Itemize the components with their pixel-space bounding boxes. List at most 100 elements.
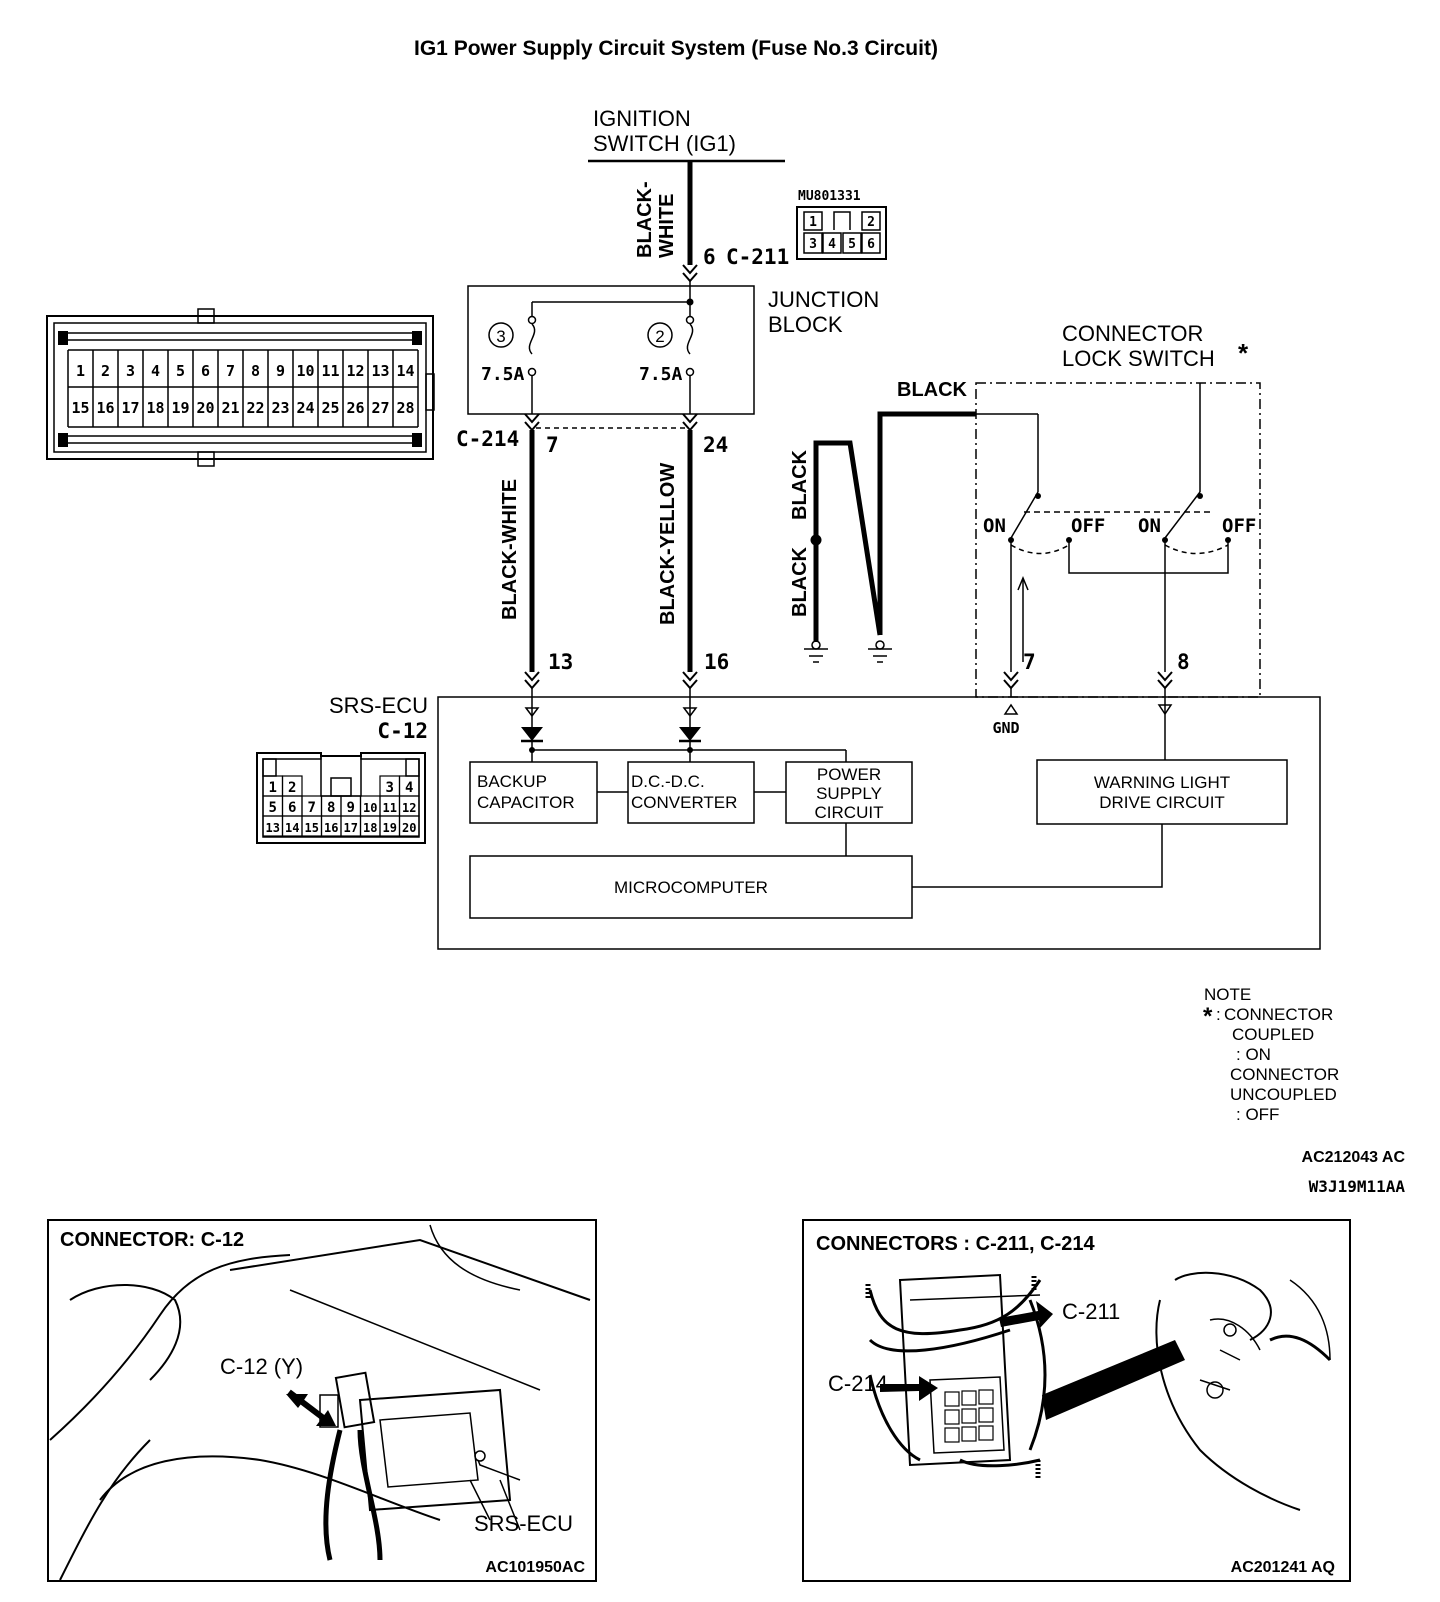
fuse-2-element bbox=[686, 323, 694, 355]
c12-pin-number: 5 bbox=[269, 800, 277, 816]
fuse-2-rating: 7.5A bbox=[639, 364, 683, 385]
c12-pin-number: 10 bbox=[363, 801, 377, 815]
c214-pin-left: 7 bbox=[546, 433, 559, 457]
photo-c12-panel: CONNECTOR: C-12 C-12 (Y) SRS-ECU AC10195… bbox=[47, 1219, 597, 1582]
c214-pin-number: 12 bbox=[346, 362, 364, 380]
c214-pin-number: 1 bbox=[76, 362, 85, 380]
ecu-pin-right: 16 bbox=[704, 650, 729, 674]
ground-symbol-left bbox=[804, 640, 828, 663]
c214-pin-number: 5 bbox=[176, 362, 185, 380]
c211-label: C-211 bbox=[726, 245, 789, 269]
note-line-5: UNCOUPLED bbox=[1230, 1085, 1337, 1104]
c214-pin-number: 8 bbox=[251, 362, 260, 380]
c214-pin-number: 19 bbox=[171, 399, 189, 417]
c214-label: C-214 bbox=[456, 427, 519, 451]
power-label-2: SUPPLY bbox=[816, 784, 882, 803]
junction-block bbox=[467, 285, 755, 415]
srs-ecu-box bbox=[437, 696, 1321, 950]
dcdc-label-1: D.C.-D.C. bbox=[631, 772, 705, 791]
c12-pin-number: 3 bbox=[386, 780, 394, 796]
photo-c211-callout-1: C-211 bbox=[1062, 1299, 1120, 1324]
note-line-4: CONNECTOR bbox=[1230, 1065, 1339, 1084]
c214-pin-number: 9 bbox=[276, 362, 285, 380]
fuse-3-element bbox=[528, 323, 536, 355]
c214-pin-number: 17 bbox=[121, 399, 139, 417]
switch-on-2: ON bbox=[1138, 515, 1161, 537]
fuse-3-number: 3 bbox=[496, 327, 505, 346]
c12-pin-number: 17 bbox=[344, 821, 358, 835]
svg-text:5: 5 bbox=[848, 237, 856, 252]
c214-pin-number: 2 bbox=[101, 362, 110, 380]
ignition-label-2: SWITCH (IG1) bbox=[593, 131, 736, 156]
c214-pin-number: 7 bbox=[226, 362, 235, 380]
lock-switch-label-2: LOCK SWITCH bbox=[1062, 346, 1215, 371]
c214-pin-number: 23 bbox=[271, 399, 289, 417]
warning-label-2: DRIVE CIRCUIT bbox=[1099, 793, 1225, 812]
gnd-terminal bbox=[1003, 703, 1019, 715]
c12-pin-number: 7 bbox=[308, 800, 316, 816]
note-star: * bbox=[1203, 1003, 1213, 1030]
c214-pin-number: 10 bbox=[296, 362, 314, 380]
c214-pin-number: 20 bbox=[196, 399, 214, 417]
c214-pin-number: 27 bbox=[371, 399, 389, 417]
photo-c12-ecu-label: SRS-ECU bbox=[474, 1511, 573, 1536]
c12-pin-number: 15 bbox=[305, 821, 319, 835]
connector-mark bbox=[682, 264, 698, 275]
note-line-2: COUPLED bbox=[1232, 1025, 1314, 1044]
figure-code-2: W3J19M11AA bbox=[1309, 1177, 1406, 1196]
note-line-6: : OFF bbox=[1236, 1105, 1279, 1124]
c12-pin-number: 16 bbox=[324, 821, 338, 835]
junction-label-1: JUNCTION bbox=[768, 287, 879, 312]
svg-text:1: 1 bbox=[809, 215, 817, 230]
c214-pin-right: 24 bbox=[703, 433, 728, 457]
splice-point bbox=[810, 534, 822, 546]
c12-pin-number: 9 bbox=[347, 800, 355, 816]
switch-contact-2 bbox=[1164, 491, 1201, 539]
c214-pin-number: 21 bbox=[221, 399, 239, 417]
junction-label-2: BLOCK bbox=[768, 312, 843, 337]
lock-switch-boundary bbox=[975, 382, 1261, 698]
lock-switch-pin-right: 8 bbox=[1177, 650, 1190, 674]
c12-pin-number: 20 bbox=[402, 821, 416, 835]
c12-pin-number: 19 bbox=[383, 821, 397, 835]
power-label-3: CIRCUIT bbox=[815, 803, 884, 822]
c214-pin-number: 25 bbox=[321, 399, 339, 417]
c12-pin-number: 12 bbox=[402, 801, 416, 815]
photo-c211-panel: CONNECTORS : C-211, C-214 C-211 C-214 AC… bbox=[802, 1219, 1351, 1582]
switch-on-1: ON bbox=[983, 515, 1006, 537]
ecu-pin-left: 13 bbox=[548, 650, 573, 674]
photo-c211-callout-2: C-214 bbox=[828, 1371, 888, 1396]
ground-wire-a bbox=[813, 440, 883, 642]
c214-pin-number: 24 bbox=[296, 399, 314, 417]
c214-pin-number: 3 bbox=[126, 362, 135, 380]
c214-pin-number: 14 bbox=[396, 362, 414, 380]
c214-pin-number: 22 bbox=[246, 399, 264, 417]
c211-pin: 6 bbox=[703, 245, 716, 269]
lock-wire-color: BLACK bbox=[897, 379, 968, 401]
c214-pin-number: 18 bbox=[146, 399, 164, 417]
ground-wire-color-upper: BLACK bbox=[789, 449, 811, 520]
ground-wire-b bbox=[877, 411, 976, 635]
warning-signal-line bbox=[912, 824, 1163, 888]
photo-c211-title: CONNECTORS : C-211, C-214 bbox=[816, 1233, 1095, 1255]
warning-light-drive-circuit bbox=[1036, 759, 1288, 825]
wire-color-left: BLACK-WHITE bbox=[499, 479, 521, 620]
c214-pin-number: 11 bbox=[321, 362, 339, 380]
svg-text::: : bbox=[1216, 1005, 1221, 1024]
backup-label-1: BACKUP bbox=[477, 772, 547, 791]
fuse-2-number: 2 bbox=[655, 327, 664, 346]
c12-pin-number: 18 bbox=[363, 821, 377, 835]
ig-wire-color-1: BLACK- bbox=[634, 181, 656, 258]
photo-c12-title: CONNECTOR: C-12 bbox=[60, 1229, 244, 1251]
c214-pin-number: 28 bbox=[396, 399, 414, 417]
note-line-1: CONNECTOR bbox=[1224, 1005, 1333, 1024]
figure-code-1: AC212043 AC bbox=[1302, 1149, 1406, 1166]
c12-pin-number: 11 bbox=[383, 801, 397, 815]
backup-label-2: CAPACITOR bbox=[477, 793, 575, 812]
switch-contact-1 bbox=[1010, 491, 1039, 539]
lock-switch-label-1: CONNECTOR bbox=[1062, 321, 1203, 346]
wire-color-right: BLACK-YELLOW bbox=[657, 463, 679, 625]
power-label-1: POWER bbox=[817, 765, 881, 784]
